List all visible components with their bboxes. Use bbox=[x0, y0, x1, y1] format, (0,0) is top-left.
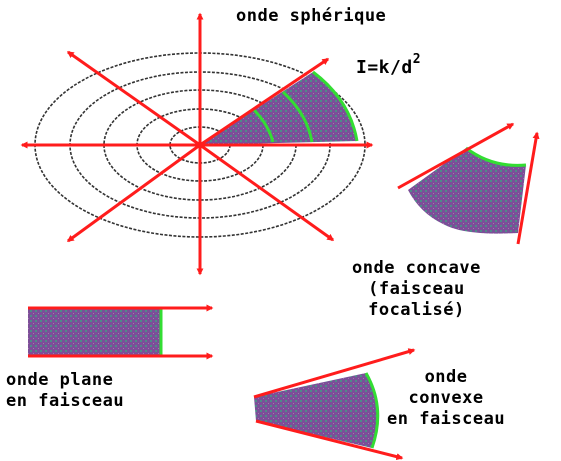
wavefront-arcs bbox=[252, 70, 359, 143]
convex-line-3: en faisceau bbox=[387, 409, 506, 429]
arrow-icon bbox=[199, 143, 335, 242]
convex-fill bbox=[254, 373, 378, 448]
plane-fill bbox=[28, 308, 161, 356]
arrow-icon bbox=[397, 122, 515, 190]
convex-line-2: convexe bbox=[408, 388, 484, 408]
label-intensity-formula: I=k/d2 bbox=[356, 52, 421, 78]
convex-line-1: onde bbox=[424, 367, 468, 387]
label-concave-wave: onde concave (faisceau focalisé) bbox=[352, 258, 481, 321]
plane-wave bbox=[28, 304, 214, 360]
formula-base: I=k/d bbox=[356, 57, 413, 78]
concave-line-1: onde concave bbox=[352, 258, 481, 278]
plane-line-1: onde plane bbox=[6, 370, 114, 390]
label-plane-wave: onde plane en faisceau bbox=[6, 370, 124, 412]
arrow-icon bbox=[255, 419, 404, 461]
arrow-icon bbox=[66, 143, 201, 243]
concave-line-2: (faisceau bbox=[368, 279, 465, 299]
formula-exponent: 2 bbox=[412, 52, 422, 67]
convex-wavefront bbox=[364, 372, 380, 449]
ray-arrows bbox=[20, 12, 374, 276]
plane-line-2: en faisceau bbox=[6, 391, 125, 411]
concave-wave bbox=[397, 122, 540, 245]
arrow-icon bbox=[516, 131, 540, 245]
arrow-icon bbox=[199, 57, 330, 147]
label-spherical-wave: onde sphérique bbox=[236, 6, 387, 26]
concave-fill bbox=[408, 148, 526, 234]
spherical-sector-fill bbox=[200, 72, 357, 145]
arrow-icon bbox=[253, 348, 416, 399]
convex-wave bbox=[253, 348, 416, 461]
concave-line-3: focalisé) bbox=[368, 300, 465, 320]
spherical-wave bbox=[20, 12, 374, 276]
arrow-icon bbox=[66, 50, 201, 147]
label-convex-wave: onde convexe en faisceau bbox=[387, 367, 505, 430]
concave-wavefront bbox=[465, 146, 527, 167]
